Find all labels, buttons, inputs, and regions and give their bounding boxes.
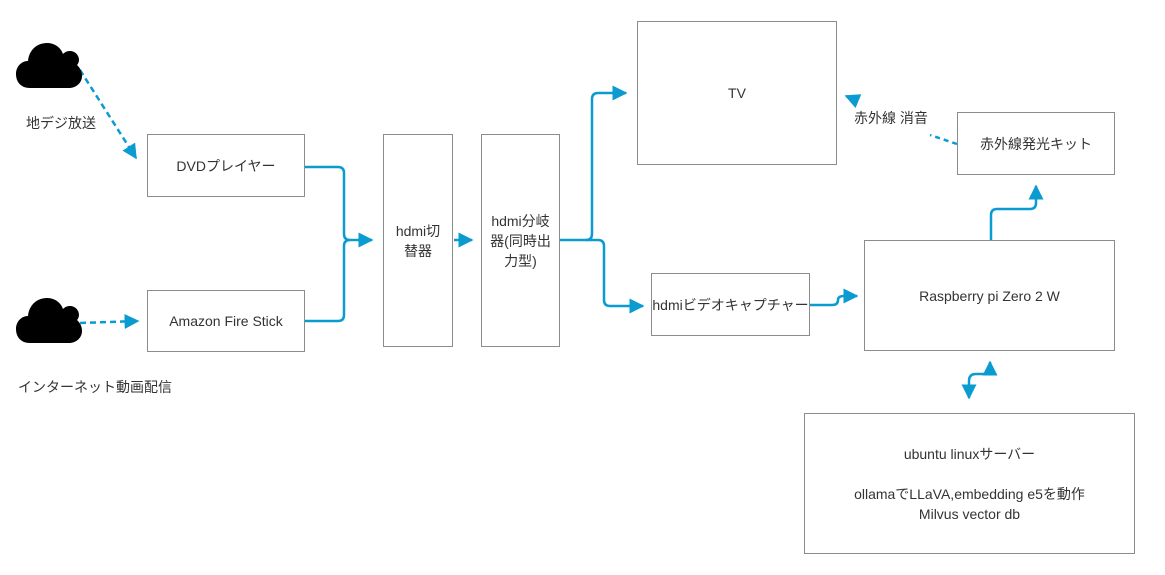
edge-splitter-to-tv [560,85,628,242]
node-raspberry-pi[interactable]: Raspberry pi Zero 2 W [864,240,1115,351]
edge-raspi-to-irkit [989,184,1044,240]
node-tv-label: TV [728,85,746,101]
node-tv[interactable]: TV [637,21,837,165]
edge-terrestrial-to-dvd [78,69,138,160]
edge-firestick-to-switcher [305,238,351,323]
node-dvd-player[interactable]: DVDプレイヤー [147,134,305,197]
edge-irkit-to-tv-upper [844,94,862,109]
source-label-internet: インターネット動画配信 [18,379,172,395]
node-fire-stick[interactable]: Amazon Fire Stick [147,290,305,352]
node-hdmi-switcher-label: hdmi切替器 [395,222,441,259]
cloud-icon [16,297,82,350]
node-ubuntu-server-title: ubuntu linuxサーバー [903,445,1036,462]
node-ir-kit-label: 赤外線発光キット [980,135,1092,152]
edge-internet-to-firestick [79,313,140,329]
node-dvd-player-label: DVDプレイヤー [176,157,276,174]
node-fire-stick-label: Amazon Fire Stick [169,313,283,329]
node-hdmi-splitter[interactable]: hdmi分岐器(同時出力型) [481,134,560,347]
edge-dvd-to-switcher [305,165,374,248]
node-hdmi-switcher[interactable]: hdmi切替器 [383,134,453,347]
cloud-icon [16,42,82,95]
node-ubuntu-server-line2: Milvus vector db [918,505,1021,522]
edge-irkit-to-tv-lower [929,133,958,146]
edge-capture-to-raspi [810,288,859,307]
node-ir-kit[interactable]: 赤外線発光キット [957,112,1115,175]
edge-label-ir-mute: 赤外線 消音 [854,108,928,128]
node-ubuntu-server[interactable]: ubuntu linuxサーバー ollamaでLLaVA,embedding … [804,413,1135,554]
node-video-capture-label: hdmiビデオキャプチャー [652,296,809,313]
node-hdmi-splitter-label: hdmi分岐器(同時出力型) [490,212,551,269]
source-label-terrestrial: 地デジ放送 [26,115,96,131]
edge-splitter-to-capture [586,238,645,314]
edge-raspi-server [961,360,998,400]
node-raspberry-pi-label: Raspberry pi Zero 2 W [919,287,1060,304]
node-video-capture[interactable]: hdmiビデオキャプチャー [651,273,810,336]
node-ubuntu-server-line1: ollamaでLLaVA,embedding e5を動作 [854,485,1085,502]
